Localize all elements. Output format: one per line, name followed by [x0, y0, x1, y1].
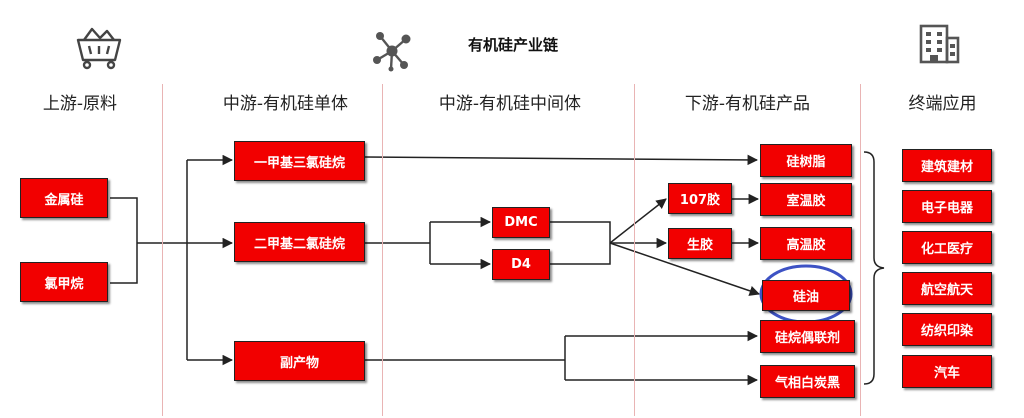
- connector-dmc-out: [550, 221, 611, 265]
- node-silicone-oil: 硅油: [762, 280, 850, 311]
- node-raw-rubber: 生胶: [668, 228, 732, 259]
- node-app-construction: 建筑建材: [902, 149, 992, 182]
- column-separator-4: [860, 84, 861, 416]
- node-byproduct: 副产物: [234, 341, 365, 381]
- node-app-chemical-medical: 化工医疗: [902, 231, 992, 264]
- column-header-product: 下游-有机硅产品: [684, 94, 811, 114]
- node-chloromethane: 氯甲烷: [20, 262, 108, 302]
- node-metal-silicon: 金属硅: [20, 178, 108, 218]
- node-107-glue: 107胶: [668, 183, 732, 214]
- node-silicone-resin: 硅树脂: [760, 144, 852, 177]
- building-icon: [919, 24, 960, 64]
- column-header-upstream: 上游-原料: [42, 94, 118, 114]
- basket-icon: [76, 27, 122, 70]
- connector-chloromethane: [110, 243, 138, 284]
- column-separator-1: [162, 84, 163, 416]
- column-separator-3: [634, 84, 635, 416]
- node-app-automotive: 汽车: [902, 355, 992, 388]
- node-rtv-glue: 室温胶: [760, 183, 852, 216]
- node-app-textile: 纺织印染: [902, 313, 992, 346]
- node-dimethyldichlorosilane: 二甲基二氯硅烷: [234, 222, 365, 262]
- node-silane-coupling-agent: 硅烷偶联剂: [760, 320, 855, 353]
- brace-bracket: [863, 151, 885, 385]
- arrow-to-silicone-resin: [364, 154, 759, 166]
- node-methyltrichlorosilane: 一甲基三氯硅烷: [234, 141, 365, 181]
- diagram-title: 有机硅产业链: [467, 36, 558, 54]
- column-header-application: 终端应用: [908, 94, 977, 114]
- node-dmc: DMC: [492, 207, 550, 238]
- connector-metal-silicon: [110, 197, 138, 243]
- node-fumed-silica: 气相白炭黑: [760, 365, 855, 398]
- molecule-icon: [373, 32, 411, 72]
- node-htv-glue: 高温胶: [760, 227, 852, 260]
- node-d4: D4: [492, 249, 550, 280]
- arrow-to-107-glue: [609, 198, 667, 244]
- node-app-aerospace: 航空航天: [902, 272, 992, 305]
- column-separator-2: [382, 84, 383, 416]
- column-header-intermediate: 中游-有机硅中间体: [438, 94, 582, 114]
- column-header-monomer: 中游-有机硅单体: [222, 94, 349, 114]
- node-app-electronics: 电子电器: [902, 190, 992, 223]
